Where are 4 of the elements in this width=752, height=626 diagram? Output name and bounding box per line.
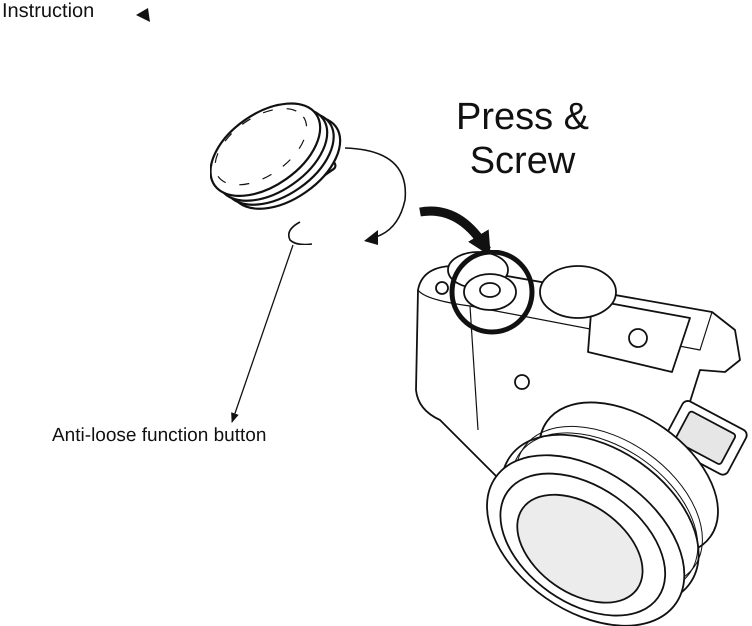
title: Instruction [2, 0, 94, 23]
instruction-label: Press & Screw [454, 95, 590, 183]
leader-line [231, 244, 294, 423]
callout-text: Anti-loose function button [52, 424, 268, 448]
